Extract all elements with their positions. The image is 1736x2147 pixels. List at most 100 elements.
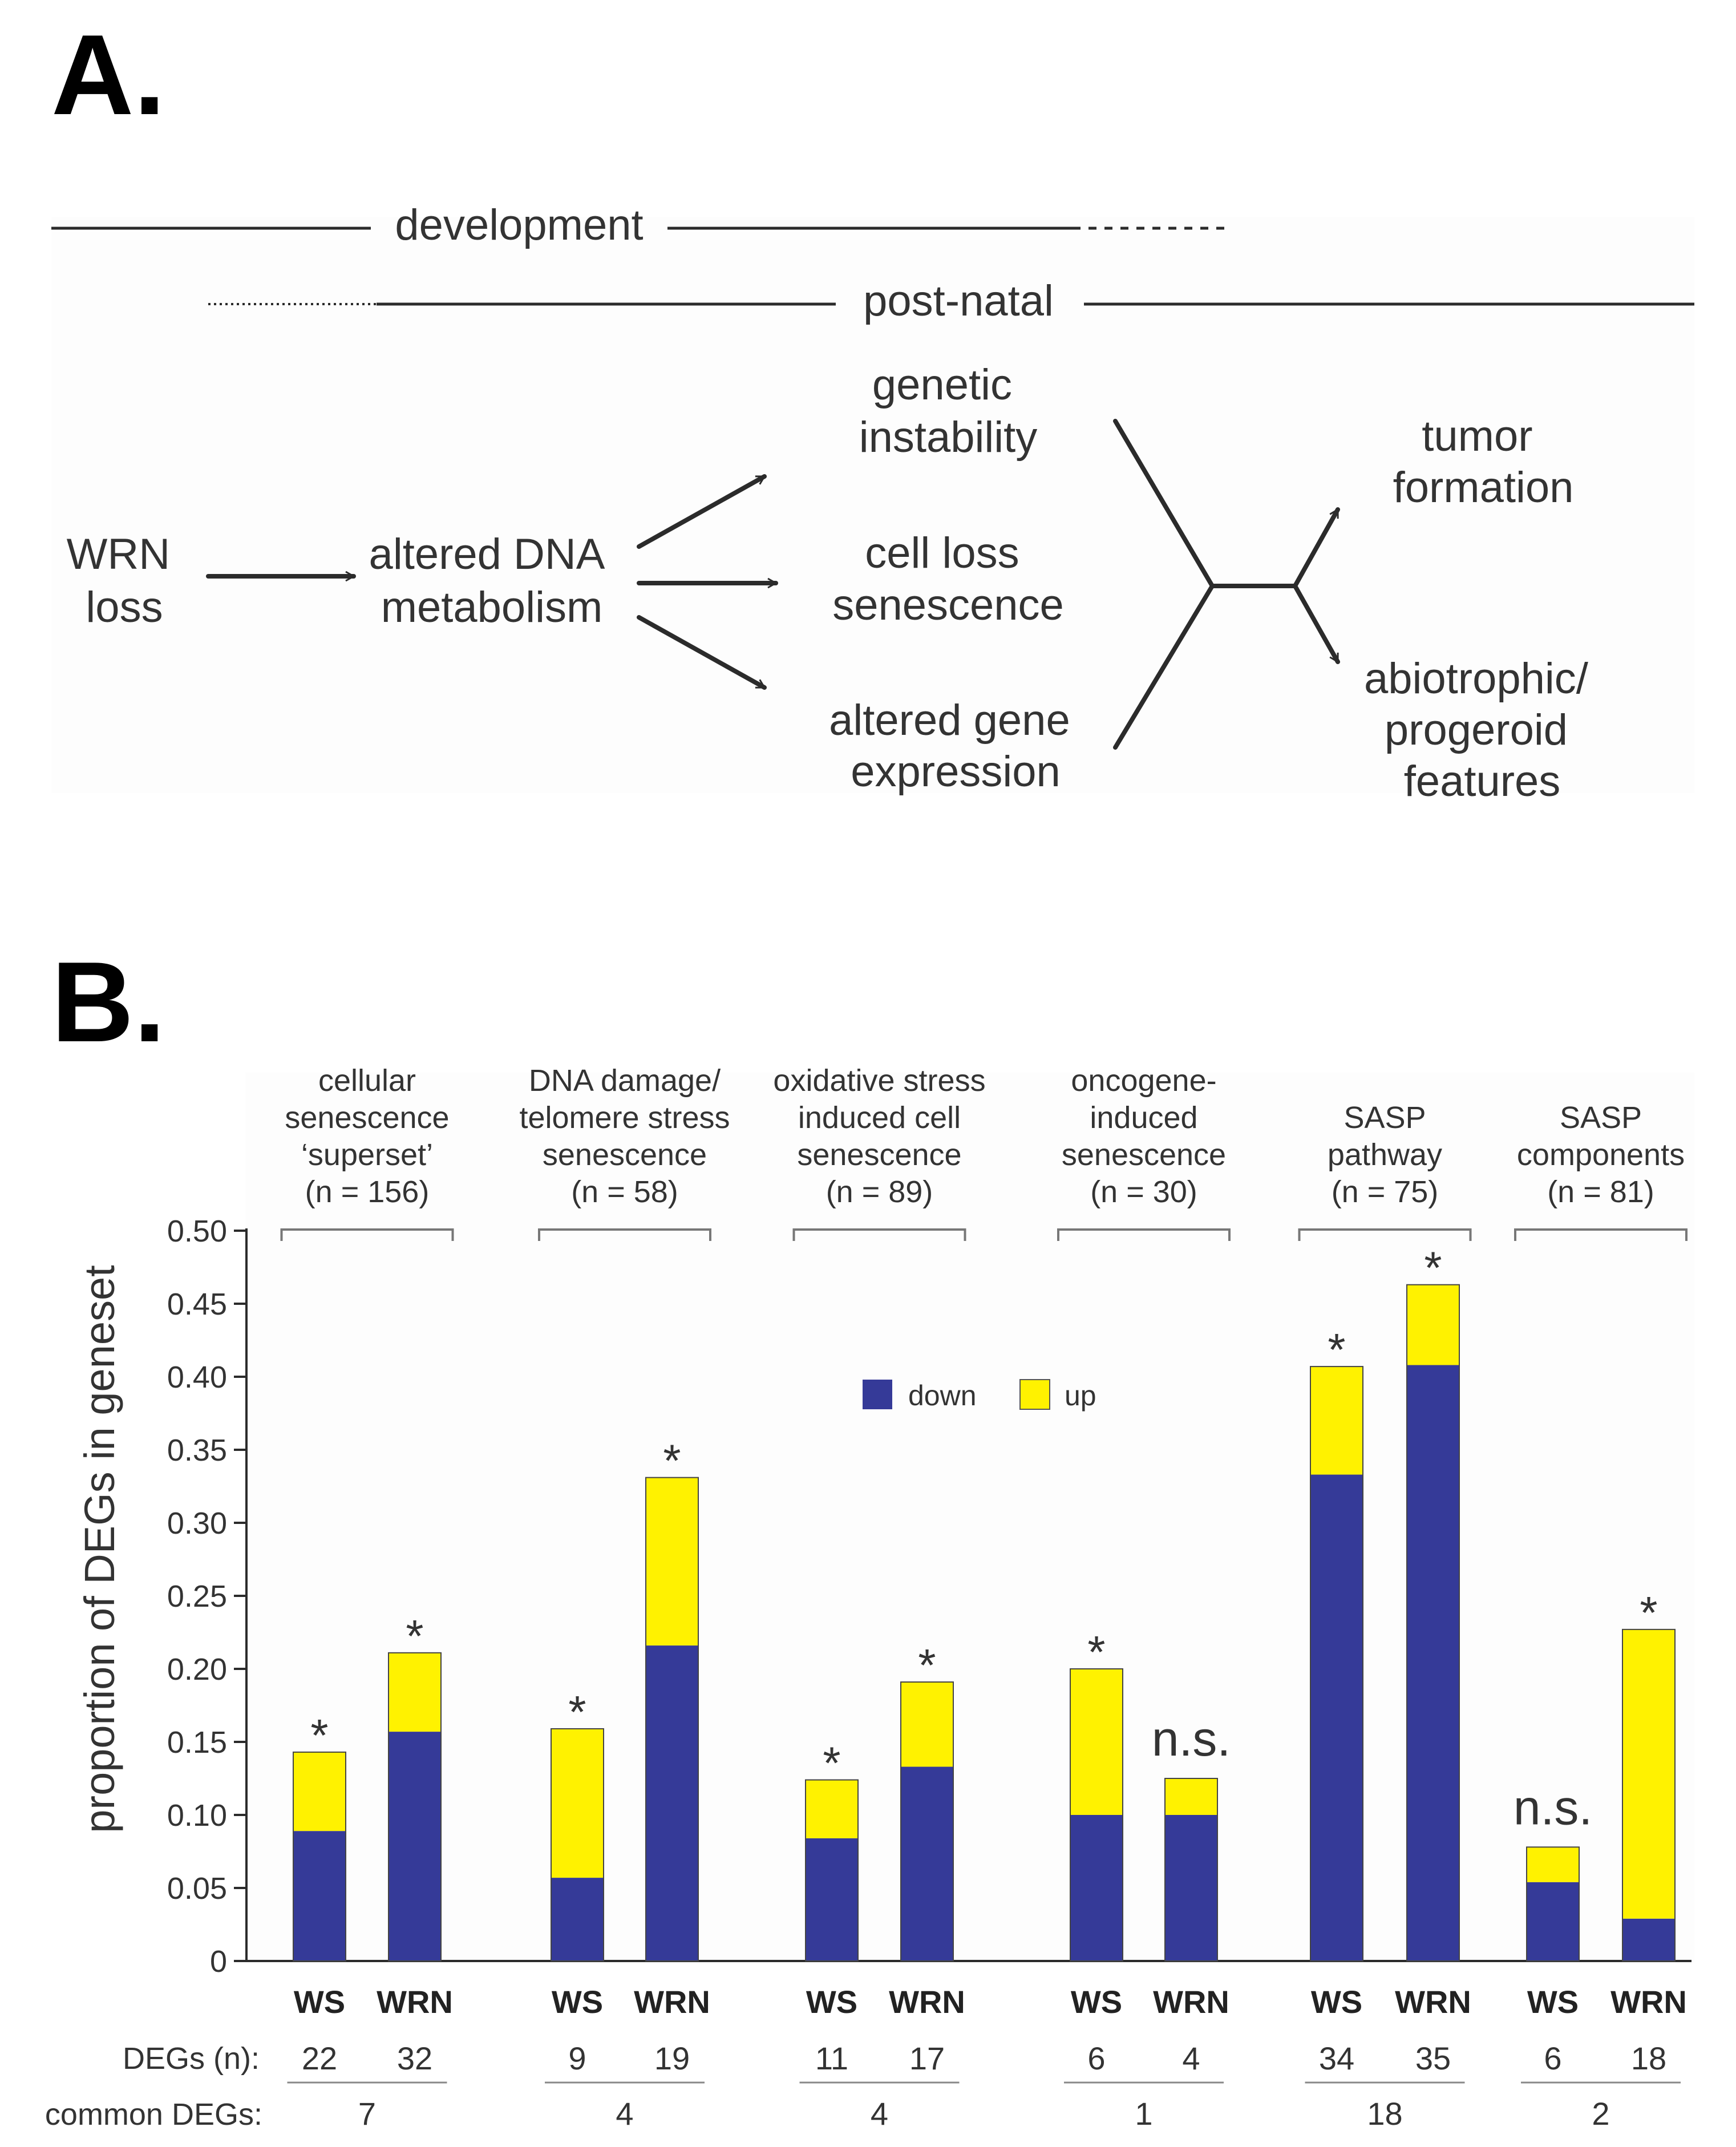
bar-name-label: WRN xyxy=(1395,1984,1471,2020)
wrn-loss-node: WRN loss xyxy=(67,530,183,632)
development-label: development xyxy=(395,201,643,249)
category-label: senescence xyxy=(285,1101,449,1135)
category-label: SASP xyxy=(1560,1101,1642,1135)
bar-up-segment xyxy=(806,1780,858,1838)
category-label: oxidative stress xyxy=(773,1064,985,1098)
significance-star: * xyxy=(823,1738,840,1789)
y-tick-label: 0.50 xyxy=(167,1214,227,1248)
bar-down-segment xyxy=(1527,1882,1579,1961)
group-bracket xyxy=(1057,1228,1231,1241)
post-natal-label: post-natal xyxy=(863,277,1054,325)
y-tick-label: 0.10 xyxy=(167,1798,227,1833)
bar-down-segment xyxy=(901,1766,953,1961)
category-label: ‘superset’ xyxy=(301,1138,433,1172)
category-label: (n = 89) xyxy=(826,1175,933,1209)
cell-loss-node: cell loss senescence xyxy=(832,529,1064,629)
y-tick-label: 0.25 xyxy=(167,1579,227,1614)
category-label: components xyxy=(1517,1138,1685,1172)
common-degs-value: 1 xyxy=(1135,2096,1152,2132)
group-bracket xyxy=(792,1228,966,1241)
legend-down-label: down xyxy=(908,1380,977,1412)
y-tick-label: 0.15 xyxy=(167,1725,227,1760)
y-axis-label: proportion of DEGs in geneset xyxy=(76,1265,123,1833)
bar-down-segment xyxy=(389,1732,441,1961)
bar-name-label: WS xyxy=(1527,1984,1579,2020)
category-label: senescence xyxy=(797,1138,961,1172)
bar-outline xyxy=(1622,1628,1676,1962)
not-significant-label: n.s. xyxy=(1514,1780,1593,1835)
y-tick-label: 0.45 xyxy=(167,1287,227,1321)
y-tick-label: 0.30 xyxy=(167,1506,227,1540)
not-significant-label: n.s. xyxy=(1152,1712,1231,1766)
bar-name-label: WS xyxy=(1071,1984,1122,2020)
arrow-dna-to-genetic xyxy=(637,474,767,549)
y-tick-label: 0.05 xyxy=(167,1871,227,1906)
bar-down-segment xyxy=(1070,1815,1123,1961)
bar-up-segment xyxy=(1527,1847,1579,1882)
degs-count: 32 xyxy=(397,2040,432,2076)
degs-count: 9 xyxy=(568,2040,586,2076)
degs-count: 6 xyxy=(1544,2040,1561,2076)
y-tick-label: 0 xyxy=(210,1944,227,1979)
bar-up-segment xyxy=(1407,1284,1459,1365)
bar-outline xyxy=(388,1652,442,1962)
category-label: DNA damage/ xyxy=(529,1064,721,1098)
degs-count: 11 xyxy=(815,2040,848,2076)
bar-outline xyxy=(805,1779,859,1962)
panel-a-letter: A. xyxy=(51,11,165,139)
common-degs-value: 7 xyxy=(358,2096,376,2132)
abiotrophic-node: abiotrophic/ progeroid features xyxy=(1364,654,1600,806)
category-label: telomere stress xyxy=(519,1101,730,1135)
bar-down-segment xyxy=(1165,1815,1217,1961)
bar-name-label: WRN xyxy=(377,1984,453,2020)
bar-up-segment xyxy=(1622,1629,1675,1919)
legend-up-label: up xyxy=(1065,1380,1096,1412)
bar-outline xyxy=(900,1681,954,1962)
bar-outline xyxy=(1310,1366,1363,1962)
common-degs-value: 4 xyxy=(871,2096,888,2132)
bar-up-segment xyxy=(389,1652,441,1732)
bar-outline xyxy=(551,1728,604,1962)
common-degs-value: 2 xyxy=(1592,2096,1609,2132)
category-label: (n = 81) xyxy=(1547,1175,1654,1209)
bar-down-segment xyxy=(1407,1365,1459,1961)
bar-down-segment xyxy=(293,1831,346,1961)
common-degs-value: 4 xyxy=(616,2096,633,2132)
bar-up-segment xyxy=(646,1477,698,1646)
significance-star: * xyxy=(406,1611,423,1661)
altered-dna-node: altered DNA metabolism xyxy=(369,530,615,632)
bar-up-segment xyxy=(1070,1669,1123,1815)
bar-name-label: WS xyxy=(294,1984,345,2020)
degs-count: 4 xyxy=(1182,2040,1200,2076)
significance-star: * xyxy=(1640,1587,1657,1638)
legend: down up xyxy=(863,1379,1096,1412)
legend-down-swatch xyxy=(863,1380,892,1409)
bar-name-label: WS xyxy=(552,1984,603,2020)
y-tick-label: 0.20 xyxy=(167,1652,227,1687)
bar-outline xyxy=(293,1751,346,1962)
bar-down-segment xyxy=(1622,1918,1675,1961)
category-label: (n = 156) xyxy=(305,1175,430,1209)
bar-up-segment xyxy=(551,1728,604,1878)
bar-down-segment xyxy=(551,1878,604,1961)
bar-name-label: WS xyxy=(806,1984,857,2020)
panel-a: A. development post-natal WRN loss alter… xyxy=(51,11,1694,806)
bar-name-label: WS xyxy=(1311,1984,1362,2020)
legend-up-swatch xyxy=(1019,1379,1050,1410)
degs-count: 18 xyxy=(1631,2040,1666,2076)
degs-count: 17 xyxy=(909,2040,945,2076)
category-label: (n = 58) xyxy=(571,1175,678,1209)
group-bracket xyxy=(538,1228,711,1241)
degs-count: 6 xyxy=(1087,2040,1105,2076)
bar-outline xyxy=(1406,1284,1460,1962)
panel-b-letter: B. xyxy=(51,939,165,1066)
bar-down-segment xyxy=(806,1838,858,1961)
tumor-node: tumor formation xyxy=(1393,412,1574,512)
degs-row-label: DEGs (n): xyxy=(123,2041,260,2076)
degs-count: 34 xyxy=(1319,2040,1354,2076)
